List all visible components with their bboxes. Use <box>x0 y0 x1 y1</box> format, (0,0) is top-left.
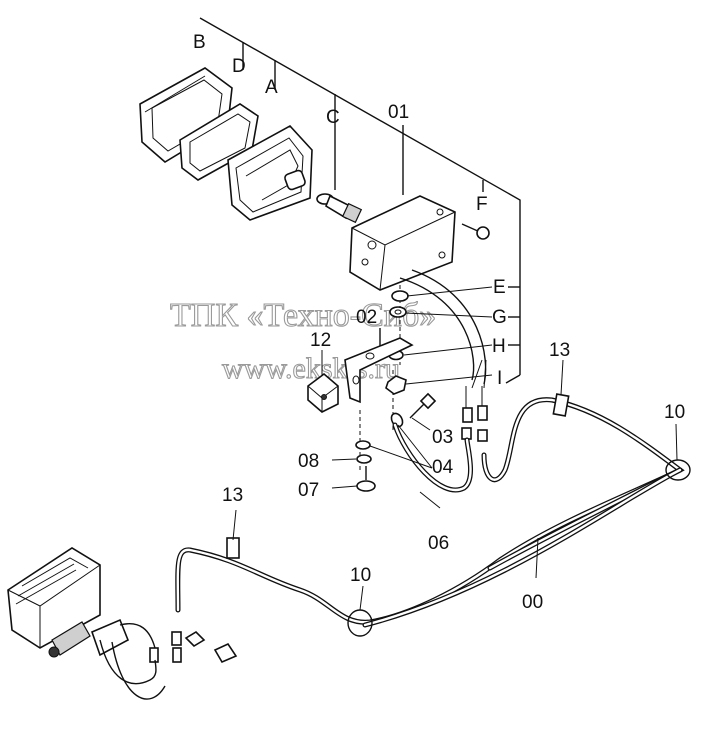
connectors-center <box>461 386 488 442</box>
label-04: 04 <box>432 457 454 478</box>
label-06: 06 <box>428 533 449 554</box>
label-10-right: 10 <box>664 402 685 423</box>
clamp-13-top <box>552 393 570 417</box>
bracket-02 <box>344 337 414 404</box>
label-g: G <box>492 307 507 328</box>
lower-lamp <box>7 547 182 700</box>
label-b: B <box>193 32 206 53</box>
lamp-housing-01 <box>349 195 456 291</box>
label-i: I <box>497 368 502 389</box>
bracket-lines <box>199 17 521 470</box>
label-07: 07 <box>298 480 319 501</box>
label-03: 03 <box>432 427 453 448</box>
label-f: F <box>476 194 488 215</box>
bulb-c <box>316 193 363 224</box>
label-10-left: 10 <box>350 565 371 586</box>
label-leaders <box>232 286 678 611</box>
label-12: 12 <box>310 330 331 351</box>
label-01: 01 <box>388 102 409 123</box>
clamp-10-right <box>665 459 691 481</box>
part-labels: B D A C 01 F E 02 G 12 H I 13 03 10 08 0… <box>193 32 685 613</box>
label-c: C <box>326 107 340 128</box>
label-00: 00 <box>522 592 543 613</box>
label-13-left: 13 <box>222 485 243 506</box>
washers <box>385 290 409 395</box>
label-a: A <box>265 77 278 98</box>
label-e: E <box>493 277 506 298</box>
label-d: D <box>232 56 246 77</box>
label-h: H <box>492 336 506 357</box>
washer-08 <box>355 440 372 464</box>
clamp-13-left <box>226 537 240 559</box>
loose-connectors <box>184 630 238 664</box>
screw-f <box>461 223 490 240</box>
label-13-top: 13 <box>549 340 570 361</box>
harness-00 <box>175 397 685 628</box>
lens-a <box>227 124 313 221</box>
block-12 <box>307 372 339 413</box>
label-08: 08 <box>298 451 319 472</box>
label-02: 02 <box>356 307 377 328</box>
